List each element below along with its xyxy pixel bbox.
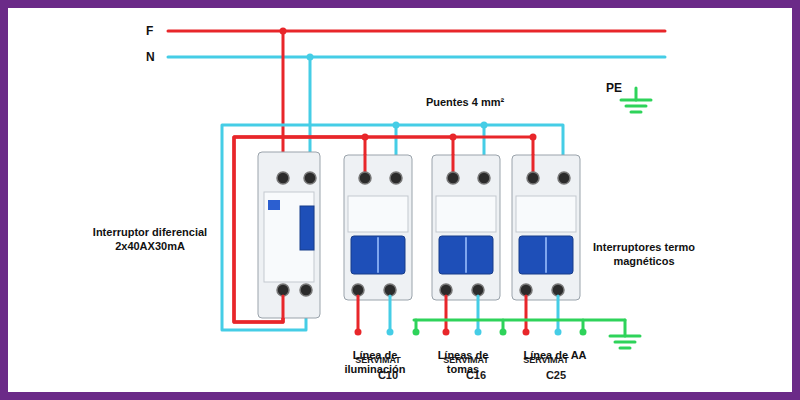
rcd-toggle <box>300 206 314 250</box>
terminal-screw <box>352 284 364 296</box>
ground-bar <box>621 99 651 102</box>
neutral-line <box>168 56 665 59</box>
output-neutral <box>389 296 392 332</box>
wire-end <box>555 329 562 336</box>
circuit-label: Líneas de tomas <box>430 349 496 377</box>
toggle-split <box>465 238 467 272</box>
breaker-rating: C25 <box>546 369 566 381</box>
ground-bar <box>610 335 640 338</box>
terminal-screw <box>277 284 289 296</box>
toggle-split <box>545 238 547 272</box>
breaker-input-stub <box>532 155 535 172</box>
wire-end <box>443 329 450 336</box>
wire-end <box>580 329 587 336</box>
terminal-screw <box>277 172 289 184</box>
breaker-body <box>512 155 580 300</box>
output-neutral <box>477 296 480 332</box>
junction-dot <box>393 122 400 129</box>
terminal-screw <box>447 172 459 184</box>
terminal-screw <box>359 172 371 184</box>
ground-bar <box>620 347 630 350</box>
breaker-input-stub <box>364 155 367 172</box>
terminal-screw <box>304 172 316 184</box>
earth-stem <box>624 320 627 336</box>
breaker-face <box>516 196 576 232</box>
neutral-label: N <box>146 50 155 65</box>
wire-end <box>387 329 394 336</box>
rcd-face <box>264 192 314 282</box>
phase-line <box>168 30 665 33</box>
phase-label: F <box>146 24 153 39</box>
breaker-body <box>432 155 500 300</box>
breaker-device: SERVIMATC25 <box>512 155 580 300</box>
output-phase <box>525 296 528 332</box>
wire-end <box>355 329 362 336</box>
terminal-screw <box>384 284 396 296</box>
junction-dot <box>481 122 488 129</box>
phase-drop <box>282 31 285 172</box>
ground-bar <box>626 105 646 108</box>
breaker-device: SERVIMATC10 <box>344 155 412 300</box>
rcd-label: Interruptor diferencial 2x40AX30mA <box>86 226 214 254</box>
output-phase <box>357 296 360 332</box>
phase-bridge-wire <box>234 137 533 322</box>
breaker-device: SERVIMATC16 <box>432 155 500 300</box>
terminal-screw <box>478 172 490 184</box>
junction-dot <box>530 134 537 141</box>
junction-dot <box>307 54 314 61</box>
breaker-body <box>344 155 412 300</box>
breaker-toggle <box>351 236 405 274</box>
earth-label: PE <box>606 81 622 96</box>
wire-end <box>500 329 507 336</box>
bridge-note: Puentes 4 mm² <box>400 96 530 110</box>
breaker-face <box>436 196 496 232</box>
circuit-label: Línea de iluminación <box>338 349 412 377</box>
output-phase <box>445 296 448 332</box>
rcd-output-stub <box>282 296 285 318</box>
earth-line <box>414 319 625 322</box>
breaker-toggle <box>439 236 493 274</box>
phase-bridge <box>234 134 369 323</box>
breakers-label: Interruptores termo magnéticos <box>588 241 700 269</box>
wire-end <box>475 329 482 336</box>
terminal-screw <box>552 284 564 296</box>
terminal-screw <box>472 284 484 296</box>
terminal-screw <box>527 172 539 184</box>
phase-bridge-wire <box>234 137 365 322</box>
phase-bridge <box>234 134 457 323</box>
terminal-screw <box>390 172 402 184</box>
terminal-screw <box>520 284 532 296</box>
ground-bar <box>631 111 641 114</box>
terminal-screw <box>440 284 452 296</box>
toggle-split <box>377 238 379 272</box>
breaker-face <box>348 196 408 232</box>
circuit-label: Línea de AA <box>512 349 598 363</box>
test-button <box>268 200 280 210</box>
wire-end <box>413 329 420 336</box>
output-neutral <box>557 296 560 332</box>
breaker-toggle <box>519 236 573 274</box>
breaker-input-stub <box>452 155 455 172</box>
phase-bridge <box>234 134 537 323</box>
wire-end <box>523 329 530 336</box>
junction-dot <box>280 28 287 35</box>
ground-bar <box>615 341 635 344</box>
rcd-body <box>258 152 320 318</box>
rcd-device: SERVIMAT <box>258 152 320 318</box>
terminal-screw <box>300 284 312 296</box>
terminal-screw <box>558 172 570 184</box>
phase-bridge-wire <box>234 137 453 322</box>
ground-stem <box>635 88 638 100</box>
